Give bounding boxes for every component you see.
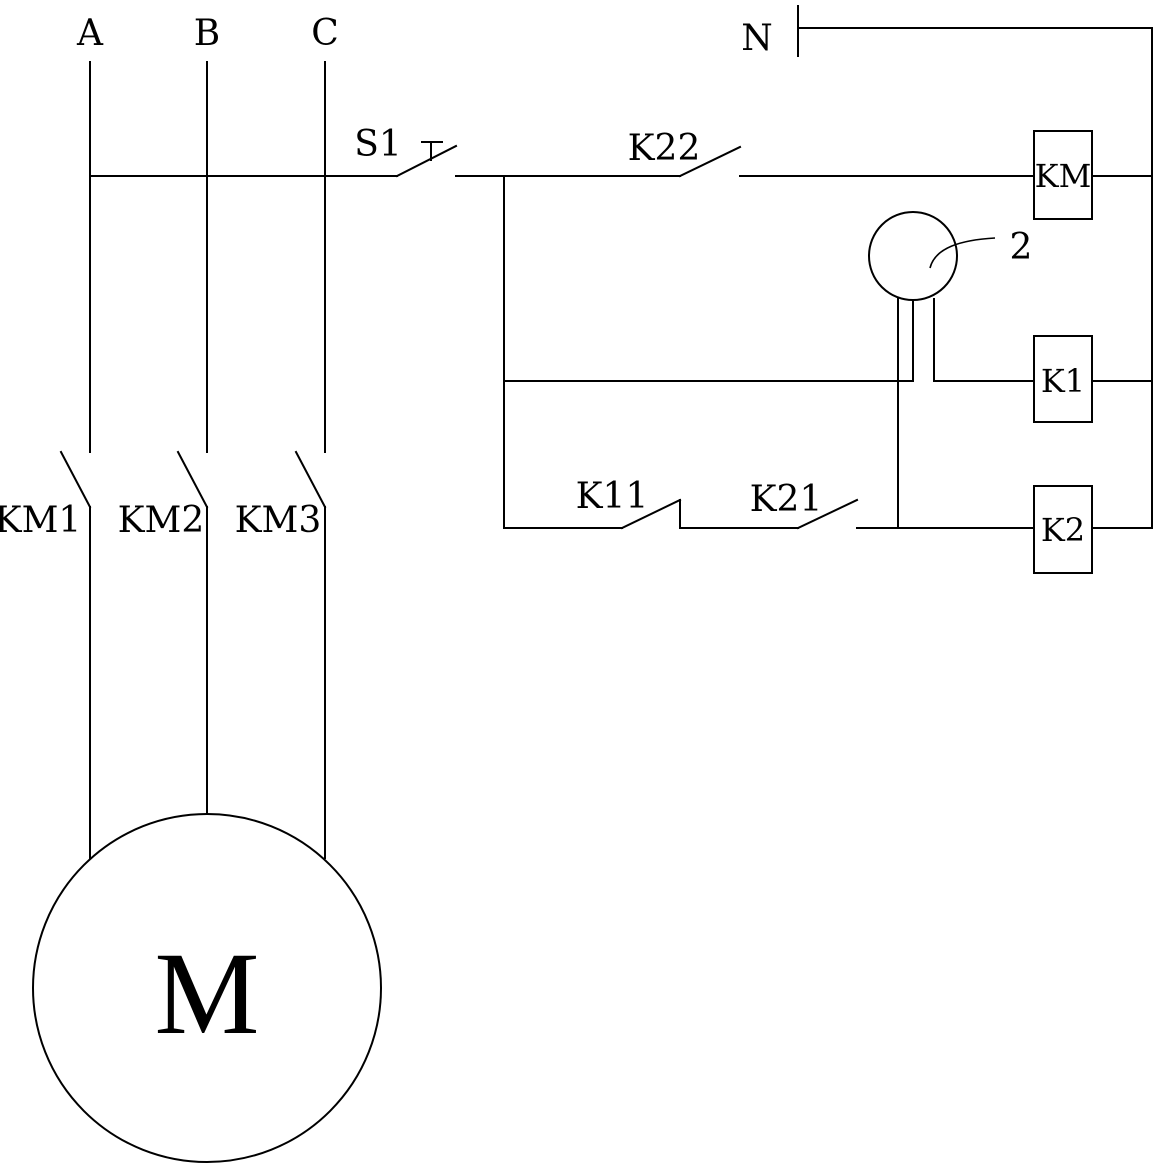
motor-circle <box>32 813 382 1163</box>
phase-c-label: C <box>311 13 339 54</box>
coil-k1-label: K1 <box>1041 362 1085 400</box>
contact-k11 <box>620 498 682 530</box>
contact-k21 <box>796 498 859 530</box>
coil-k1 <box>1033 335 1093 423</box>
main-contact-km2 <box>176 450 209 509</box>
km3-label: KM3 <box>235 500 322 541</box>
s1-label: S1 <box>354 124 402 165</box>
coil-k2 <box>1033 485 1093 574</box>
main-contact-km3 <box>294 450 327 509</box>
k22-label: K22 <box>628 128 701 169</box>
contact-k22 <box>678 145 742 178</box>
k11-label: K11 <box>576 476 649 517</box>
coil-km-label: KM <box>1035 157 1092 195</box>
neutral-label: N <box>741 18 773 59</box>
sensor-leader-line <box>929 237 996 269</box>
push-button-s1 <box>395 141 458 178</box>
motor-label: M <box>155 928 260 1059</box>
km2-label: KM2 <box>118 500 205 541</box>
main-contact-km1 <box>59 450 92 509</box>
phase-b-label: B <box>194 13 220 54</box>
coil-k2-label: K2 <box>1041 511 1085 549</box>
km1-label: KM1 <box>0 500 81 541</box>
k21-label: K21 <box>750 479 823 520</box>
sensor-ref-label: 2 <box>1010 227 1033 268</box>
phase-a-label: A <box>76 13 104 54</box>
sensor-element <box>868 211 958 301</box>
